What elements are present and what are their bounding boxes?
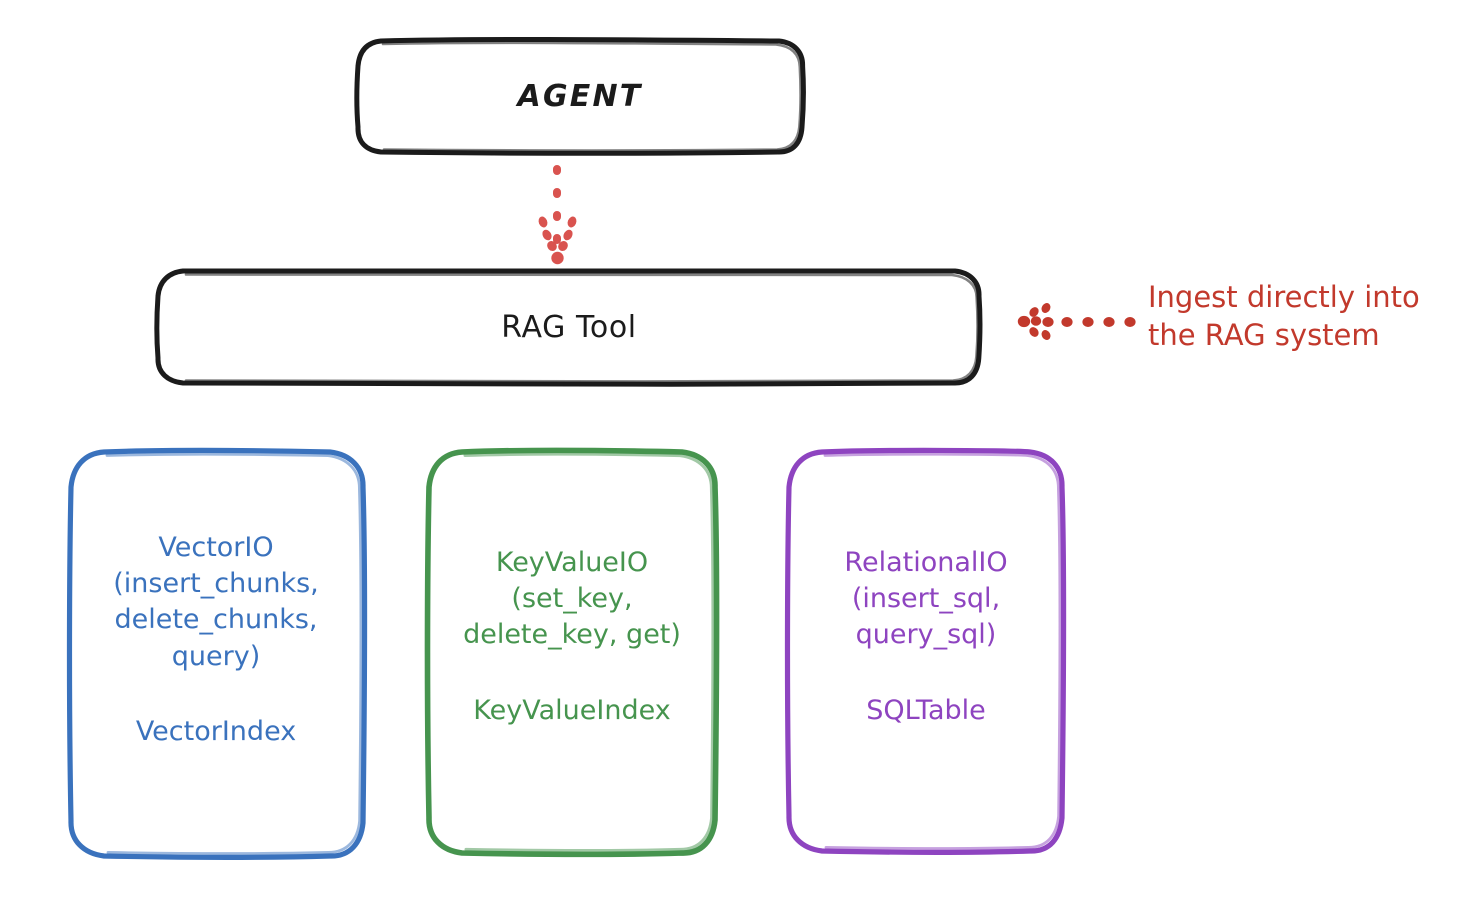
- ingest-connector-arrowhead: [1017, 303, 1051, 340]
- key-value-io-node[interactable]: [424, 447, 720, 858]
- agent-box-outline: [354, 36, 806, 156]
- vector-io-box-outline-sketch: [105, 452, 363, 855]
- agent-node[interactable]: [354, 36, 806, 156]
- ingest-annotation-connector: [1017, 303, 1136, 340]
- key-value-io-box-outline-sketch: [463, 452, 715, 852]
- ingest-connector-shaft: [1042, 317, 1136, 327]
- rag-tool-box-outline-sketch: [184, 272, 979, 383]
- relational-io-box-outline: [784, 447, 1067, 855]
- vector-io-box-outline: [66, 447, 368, 860]
- rag-tool-box-outline: [154, 266, 983, 387]
- key-value-io-box-outline: [424, 447, 720, 858]
- connector-arrowhead: [538, 216, 577, 265]
- vector-io-node[interactable]: [66, 447, 368, 860]
- relational-io-node[interactable]: [784, 447, 1067, 855]
- relational-io-box-outline-sketch: [823, 452, 1062, 850]
- rag-tool-node[interactable]: [154, 266, 983, 387]
- agent-to-rag-connector: [538, 165, 577, 265]
- agent-box-outline-sketch: [381, 41, 802, 152]
